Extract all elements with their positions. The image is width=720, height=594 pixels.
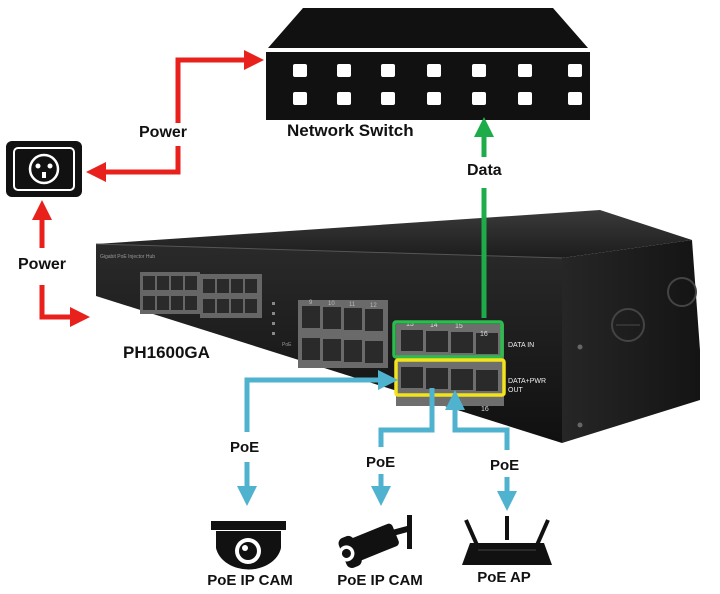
bullet-camera-icon: [338, 515, 412, 568]
data-label: Data: [467, 162, 502, 179]
led-indicators: PoE: [272, 302, 292, 348]
port-label-9: 9: [309, 300, 313, 306]
model-label: PH1600GA: [123, 343, 210, 362]
network-switch-label: Network Switch: [287, 121, 414, 140]
power-label-top: Power: [139, 124, 188, 141]
power-label-left: Power: [18, 256, 67, 273]
device-label-access-point: PoE AP: [477, 569, 531, 586]
port-label-15: 15: [455, 323, 463, 330]
port-block-1-4: [140, 272, 200, 314]
poe-label-3: PoE: [490, 457, 520, 474]
data-in-label: DATA IN: [508, 342, 534, 349]
port-label-10: 10: [328, 301, 335, 307]
front-panel-title: Gigabit PoE Injector Hub: [100, 254, 155, 260]
dome-camera-icon: [211, 521, 286, 570]
data-in-outline: [392, 320, 504, 359]
out-label: OUT: [508, 387, 524, 394]
poe-arrows: [237, 370, 517, 511]
led-poe-label: PoE: [282, 342, 292, 348]
network-switch-icon: [266, 8, 590, 120]
wireless-router-icon: [462, 516, 552, 565]
poe-label-1: PoE: [230, 439, 260, 456]
power-outlet-icon: [6, 141, 82, 197]
device-label-bullet-camera: PoE IP CAM: [337, 572, 423, 589]
power-arrows: [32, 50, 264, 327]
port-block-13-16: 13 14 15 16 16: [392, 320, 506, 413]
port-label-16: 16: [480, 331, 488, 338]
port-label-13: 13: [406, 321, 414, 328]
port-label-12: 12: [370, 303, 377, 309]
port-block-5-8: [200, 274, 262, 318]
poe-injector-hub: Gigabit PoE Injector Hub: [95, 210, 700, 443]
port-label-11: 11: [349, 302, 356, 308]
port-block-9-12: 9 10 11 12: [298, 300, 388, 368]
port-label-16-bottom: 16: [481, 406, 489, 413]
data-pwr-out-label: DATA+PWR: [508, 378, 546, 385]
port-label-14: 14: [430, 322, 438, 329]
device-label-dome-camera: PoE IP CAM: [207, 572, 293, 589]
poe-label-2: PoE: [366, 454, 396, 471]
